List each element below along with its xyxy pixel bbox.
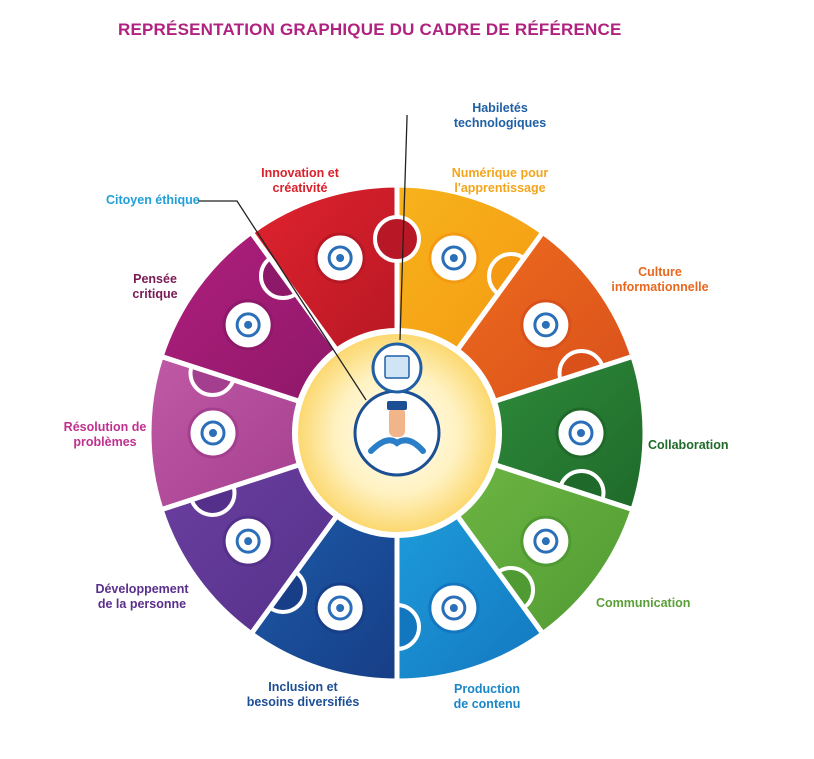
lightbulb-icon-dot [336,254,345,263]
palm-glyph [389,407,405,437]
target-icon-glyph [200,420,226,446]
cloud-network-icon-glyph [235,528,261,554]
leader-line-habiletes [399,115,408,341]
label-collaboration: Collaboration [648,438,729,452]
team-gear-icon-glyph [568,420,594,446]
lightbulb-icon-glyph [327,245,353,271]
sleeve-glyph [387,401,407,410]
brain-questions-icon-glyph [235,312,261,338]
cycle-arrows-icon-dot [336,603,345,612]
cloud-network-icon-dot [244,537,253,546]
page-title: REPRÉSENTATION GRAPHIQUE DU CADRE DE RÉF… [118,20,622,39]
puzzle-knob-innovation [373,215,421,263]
target-icon-dot [209,429,217,437]
segment-icons [187,232,607,634]
label-innovation: Innovation et créativité [261,166,339,195]
hands-glyph [368,437,426,454]
label-pensee: Pensée critique [132,272,178,301]
tablet-glyph [384,355,410,379]
cycle-arrows-icon-glyph [327,595,353,621]
team-gear-icon-dot [577,429,585,437]
search-documents-icon-glyph [533,312,559,338]
label-developpement: Développement de la personne [95,582,189,611]
label-inclusion: Inclusion et besoins diversifiés [246,680,360,709]
video-editor-icon-glyph [441,595,467,621]
laptop-learning-icon-glyph [441,245,467,271]
leader-line-citoyen [198,200,367,401]
brain-questions-icon-dot [244,320,253,329]
chat-bubbles-icon-glyph [533,528,559,554]
label-habiletes-technologiques: Habiletés technologiques [453,101,547,130]
label-numerique: Numérique pour l'apprentissage [451,166,549,195]
label-resolution: Résolution de problèmes [63,420,147,449]
label-production: Production de contenu [453,682,521,711]
leader-lines [198,115,408,401]
video-editor-icon-dot [449,603,458,612]
search-documents-icon-dot [541,320,550,329]
chat-bubbles-icon-dot [541,537,550,546]
laptop-learning-icon-dot [449,254,458,263]
label-citoyen-ethique: Citoyen éthique [106,193,200,207]
center-hub [292,328,502,538]
label-culture: Culture informationnelle [611,265,709,294]
label-communication: Communication [596,596,691,610]
